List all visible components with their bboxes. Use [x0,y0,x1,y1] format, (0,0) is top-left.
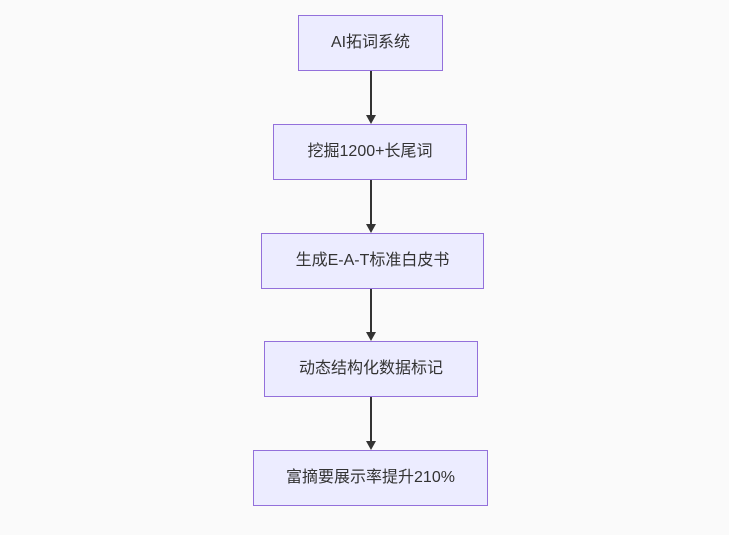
arrow-head-icon [365,224,376,233]
flowchart-node-5: 富摘要展示率提升210% [253,450,488,506]
arrow-head-icon [365,441,376,450]
arrow-head-icon [365,332,376,341]
flowchart-node-4: 动态结构化数据标记 [264,341,478,397]
arrow-head-icon [365,115,376,124]
flowchart-node-2: 挖掘1200+长尾词 [273,124,467,180]
arrow-line [369,180,372,224]
node-label: 富摘要展示率提升210% [286,469,455,487]
flow-arrow-3 [365,289,376,341]
node-label: 生成E-A-T标准白皮书 [295,252,450,270]
node-label: 挖掘1200+长尾词 [307,143,433,161]
arrow-line [369,71,372,115]
flow-arrow-1 [365,71,376,124]
flow-arrow-4 [365,397,376,450]
arrow-line [369,289,372,332]
node-label: AI拓词系统 [330,34,411,52]
node-label: 动态结构化数据标记 [298,360,443,378]
arrow-line [369,397,372,441]
flowchart-node-1: AI拓词系统 [298,15,443,71]
flow-arrow-2 [365,180,376,233]
flowchart-node-3: 生成E-A-T标准白皮书 [261,233,484,289]
